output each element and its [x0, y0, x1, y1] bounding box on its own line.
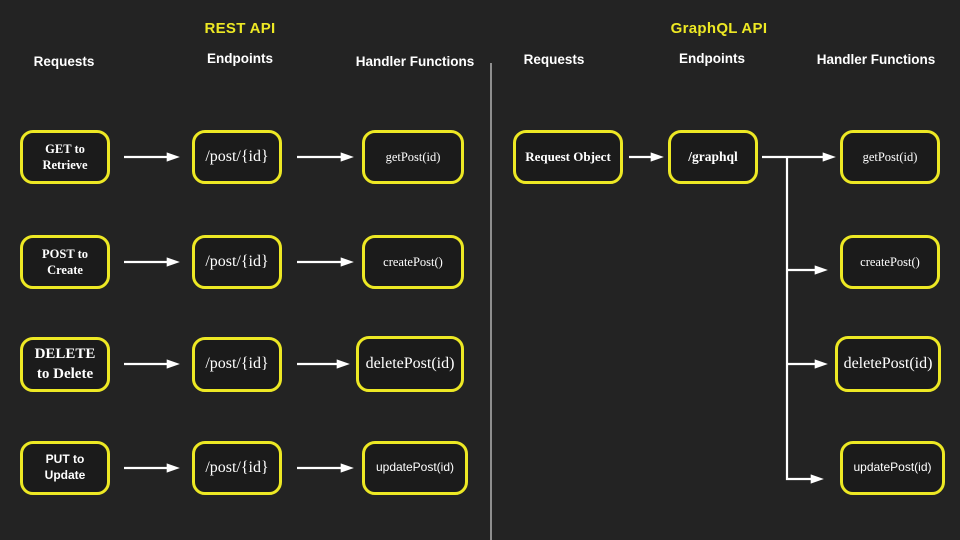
rest-request-put: PUT to Update — [20, 441, 110, 495]
rest-request-get: GET to Retrieve — [20, 130, 110, 184]
rest-request-post: POST to Create — [20, 235, 110, 289]
rest-handler-createpost: createPost() — [362, 235, 464, 289]
rest-handler-updatepost: updatePost(id) — [362, 441, 468, 495]
graphql-col-requests: Requests — [523, 52, 585, 67]
graphql-col-handlers: Handler Functions — [816, 52, 936, 67]
graphql-handler-updatepost: updatePost(id) — [840, 441, 945, 495]
rest-request-delete: DELETE to Delete — [20, 337, 110, 392]
graphql-request-object: Request Object — [513, 130, 623, 184]
rest-col-handlers: Handler Functions — [355, 54, 475, 69]
rest-endpoint-delete: /post/{id} — [192, 337, 282, 392]
graphql-handler-createpost: createPost() — [840, 235, 940, 289]
graphql-col-endpoints: Endpoints — [679, 51, 745, 66]
rest-endpoint-post: /post/{id} — [192, 235, 282, 289]
rest-api-title: REST API — [204, 20, 276, 37]
graphql-endpoint: /graphql — [668, 130, 758, 184]
graphql-api-title: GraphQL API — [670, 20, 768, 37]
rest-endpoint-get: /post/{id} — [192, 130, 282, 184]
rest-endpoint-put: /post/{id} — [192, 441, 282, 495]
graphql-handler-deletepost: deletePost(id) — [835, 336, 941, 392]
rest-handler-getpost: getPost(id) — [362, 130, 464, 184]
rest-col-requests: Requests — [33, 54, 95, 69]
rest-col-endpoints: Endpoints — [207, 51, 273, 66]
rest-handler-deletepost: deletePost(id) — [356, 336, 464, 392]
graphql-handler-getpost: getPost(id) — [840, 130, 940, 184]
